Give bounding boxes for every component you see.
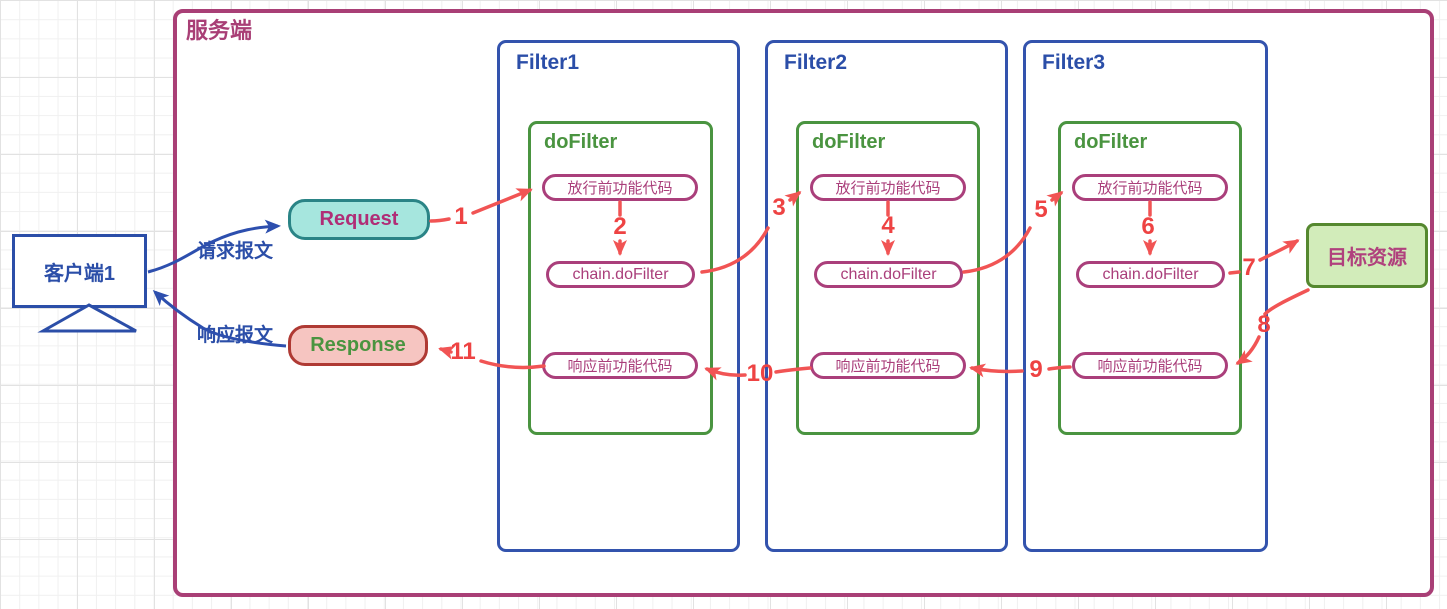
filter2-dofilter-box: doFilter xyxy=(796,121,980,435)
filter3-dofilter-title: doFilter xyxy=(1074,131,1148,153)
client-stand-icon xyxy=(37,303,137,333)
server-box xyxy=(173,9,1434,597)
step-number-6: 6 xyxy=(1141,213,1155,240)
filter1-post-node: 响应前功能代码 xyxy=(542,352,698,379)
step-number-7: 7 xyxy=(1242,254,1256,281)
filter2-title: Filter2 xyxy=(784,51,848,74)
filter3-dofilter-box: doFilter xyxy=(1058,121,1242,435)
filter1-dofilter-title: doFilter xyxy=(544,131,618,153)
request-bubble: Request xyxy=(288,199,430,240)
step-number-9: 9 xyxy=(1029,356,1043,383)
filter1-chain-node: chain.doFilter xyxy=(546,261,695,288)
filter1-pre-node: 放行前功能代码 xyxy=(542,174,698,201)
filter3-post-node: 响应前功能代码 xyxy=(1072,352,1228,379)
filter3-chain-node: chain.doFilter xyxy=(1076,261,1225,288)
target-resource-box: 目标资源 xyxy=(1306,223,1428,288)
filter2-post-node: 响应前功能代码 xyxy=(810,352,966,379)
filter1-title: Filter1 xyxy=(516,51,580,74)
step-number-10: 10 xyxy=(746,360,774,387)
request-message-label: 请求报文 xyxy=(197,241,274,262)
filter2-pre-node: 放行前功能代码 xyxy=(810,174,966,201)
client-box: 客户端1 xyxy=(12,234,147,308)
step-number-4: 4 xyxy=(881,212,895,239)
filter1-dofilter-box: doFilter xyxy=(528,121,713,435)
step-number-11: 11 xyxy=(450,338,476,365)
filter1-box: Filter1 xyxy=(497,40,740,552)
step-number-8: 8 xyxy=(1257,311,1271,338)
step-number-2: 2 xyxy=(613,213,627,240)
server-label: 服务端 xyxy=(186,18,253,43)
response-message-label: 响应报文 xyxy=(197,325,274,346)
step-number-3: 3 xyxy=(772,194,786,221)
response-bubble: Response xyxy=(288,325,428,366)
filter3-pre-node: 放行前功能代码 xyxy=(1072,174,1228,201)
filter3-title: Filter3 xyxy=(1042,51,1106,74)
filter2-box: Filter2 xyxy=(765,40,1008,552)
step-number-1: 1 xyxy=(454,203,468,230)
step-number-5: 5 xyxy=(1034,196,1048,223)
filter2-chain-node: chain.doFilter xyxy=(814,261,963,288)
filter2-dofilter-title: doFilter xyxy=(812,131,886,153)
